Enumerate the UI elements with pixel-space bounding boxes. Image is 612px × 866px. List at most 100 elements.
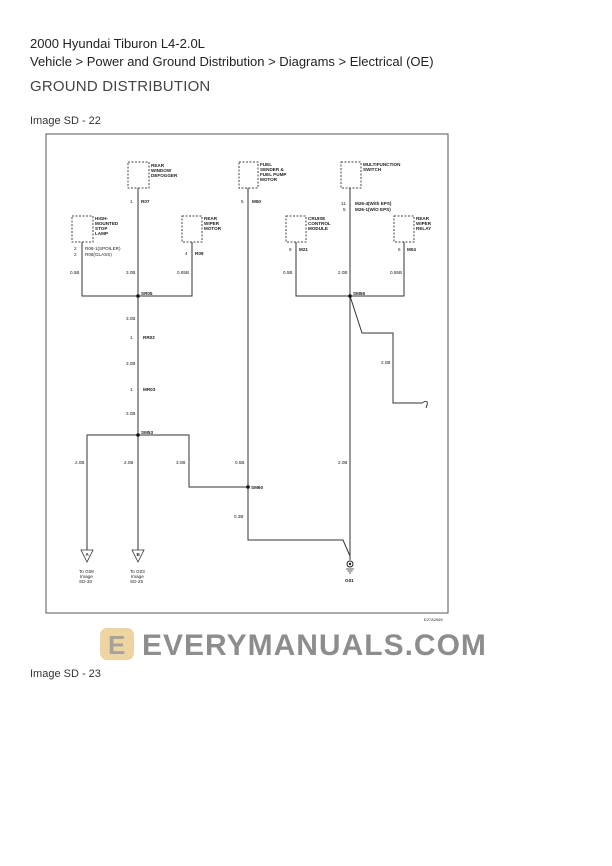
component-hmsl: HIGH- MOUNTED STOP LAMP: [71, 215, 119, 243]
diagram-label: MOTOR: [260, 177, 278, 182]
diagram-label: RELAY: [416, 226, 431, 231]
diagram-label: 0.3B: [234, 514, 243, 519]
diagram-shape: [80, 549, 94, 563]
watermark-logo: E: [100, 628, 134, 660]
diagram-label: MODULE: [308, 226, 328, 231]
diagram-shape: [131, 549, 145, 563]
diagram-label: B: [137, 552, 141, 557]
diagram-label: RR02: [143, 335, 155, 340]
diagram-label: EVERYMANUALS.COM: [142, 629, 487, 662]
diagram-label: 3.0B: [126, 270, 135, 275]
diagram-label: SWITCH: [363, 167, 382, 172]
diagram-label: 3.0B: [126, 361, 135, 366]
ground-connector-a: A To G08 Image SD-30: [79, 549, 94, 584]
diagram-label: 3.0B: [126, 316, 135, 321]
diagram-label: MOTOR: [204, 226, 222, 231]
diagram-shape: [247, 188, 351, 557]
diagram-label: SM56: [353, 291, 365, 296]
diagram-label: 4: [185, 251, 188, 256]
component-rear-wiper-motor: REAR WIPER MOTOR: [181, 215, 222, 243]
diagram-label: FUEL PUMP: [260, 172, 286, 177]
diagram-shape: [346, 568, 354, 574]
diagram-label: CONTROL: [308, 221, 331, 226]
breadcrumb[interactable]: Vehicle > Power and Ground Distribution …: [30, 54, 434, 69]
diagram-label: 5: [241, 199, 244, 204]
diagram-label: 1: [130, 387, 133, 392]
diagram-shape: [100, 628, 134, 660]
diagram-label: SR05: [141, 291, 153, 296]
diagram-label: WIPER: [416, 221, 432, 226]
diagram-label: DEFOGGER: [151, 173, 178, 178]
diagram-label: M50: [252, 199, 261, 204]
diagram-label: G01: [345, 578, 354, 583]
figure-id: E27A2069: [424, 617, 443, 622]
diagram-label: 3.0B: [126, 411, 135, 416]
diagram-label: 2.0B: [75, 460, 84, 465]
diagram-label: 0.5B: [235, 460, 244, 465]
diagram-label: REAR: [204, 216, 218, 221]
diagram-label: SD-30: [79, 579, 92, 584]
diagram-label: E: [108, 630, 125, 660]
component-cruise-control-module: CRUISE CONTROL MODULE: [285, 215, 331, 243]
diagram-label: MOUNTED: [95, 221, 119, 226]
diagram-label: To G08: [79, 569, 94, 574]
diagram-label: R07: [141, 199, 150, 204]
diagram-label: 0.5B: [70, 270, 79, 275]
diagram-shape: [348, 562, 352, 566]
diagram-label: CRUISE: [308, 216, 325, 221]
wires: [81, 188, 428, 560]
diagram-label: R06(GLASS): [85, 252, 112, 257]
diagram-label: SENDER &: [260, 167, 284, 172]
diagram-label: MR03: [143, 387, 156, 392]
diagram-shape: [238, 161, 259, 189]
diagram-label: M26-4(With EPS): [355, 201, 392, 206]
diagram-label: 2: [74, 252, 77, 257]
diagram-label: M04: [407, 247, 416, 252]
diagram-label: LAMP: [95, 231, 108, 236]
diagram-shape: [136, 294, 140, 298]
diagram-label: 5: [343, 207, 346, 212]
diagram-label: M26-1(W/O EPS): [355, 207, 391, 212]
diagram-label: 0.5B: [283, 270, 292, 275]
diagram-label: A: [86, 552, 90, 557]
diagram-shape: [348, 294, 352, 298]
diagram-label: WINDOW: [151, 168, 172, 173]
diagram-shape: [127, 161, 150, 189]
ground-connector-b: B To G03 Image SD-25: [130, 549, 145, 584]
image-caption: Image SD - 22: [30, 115, 101, 127]
diagram-label: M21: [299, 247, 308, 252]
diagram-shape: [181, 215, 203, 243]
diagram-shape: [285, 215, 307, 243]
diagram-label: Image: [131, 574, 144, 579]
diagram-shape: [393, 215, 415, 243]
component-rear-defogger: REAR WINDOW DEFOGGER: [127, 161, 178, 189]
section-heading: GROUND DISTRIBUTION: [30, 78, 211, 95]
splice-labels: SR05 SM56 SM53 SM60: [141, 291, 365, 490]
diagram-label: 2: [74, 246, 77, 251]
diagram-label: 3.0B: [176, 460, 185, 465]
component-rear-wiper-relay: REAR WIPER RELAY: [393, 215, 432, 243]
diagram-label: 11: [341, 201, 346, 206]
diagram-label: REAR: [416, 216, 430, 221]
diagram-frame: [45, 133, 449, 614]
diagram-label: FUEL: [260, 162, 272, 167]
diagram-label: STOP: [95, 226, 107, 231]
diagram-shape: [340, 161, 362, 189]
diagram-label: Image: [80, 574, 93, 579]
diagram-label: 0.85B: [390, 270, 402, 275]
wire-labels: 0.5B 3.0B 0.85B 0.5B 2.0B 0.85B 3.0B 3.0…: [70, 270, 402, 519]
ground-g01-icon: G01: [345, 560, 354, 583]
diagram-label: REAR: [151, 163, 165, 168]
diagram-label: SM60: [251, 485, 263, 490]
diagram-label: 9: [289, 247, 292, 252]
diagram-label: 6: [398, 247, 401, 252]
diagram-label: 1: [130, 335, 133, 340]
diagram-shape: [349, 295, 428, 409]
splice-dots: [136, 294, 352, 489]
component-fuel-sender: FUEL SENDER & FUEL PUMP MOTOR: [238, 161, 286, 189]
diagram-label: 2.0B: [338, 270, 347, 275]
diagram-label: 0.85B: [177, 270, 189, 275]
diagram-label: 1: [130, 199, 133, 204]
